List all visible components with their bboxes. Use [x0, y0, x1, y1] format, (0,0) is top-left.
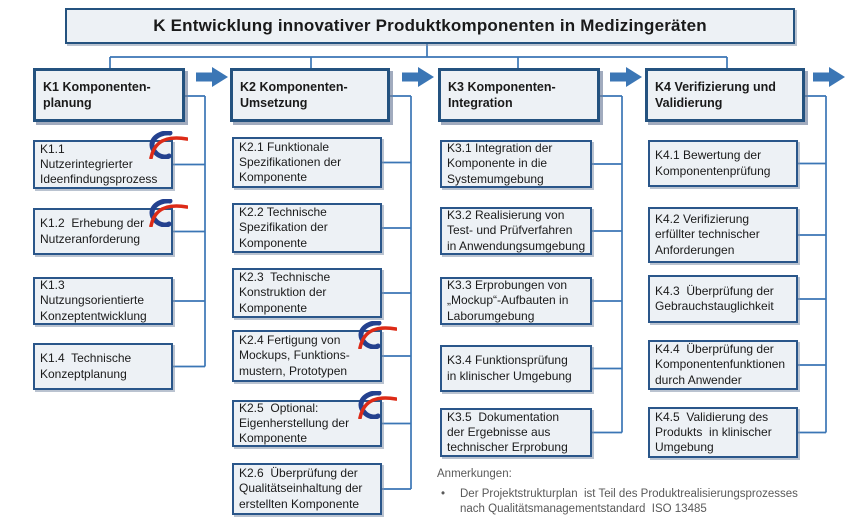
- k2-2-label: K2.2 Technische Spezifikation der Kompon…: [239, 205, 328, 250]
- k2-4-label: K2.4 Fertigung von Mockups, Funktions- m…: [239, 333, 350, 378]
- k3-5-box: K3.5 Dokumentation der Ergebnisse aus te…: [440, 408, 592, 457]
- swoosh-icon: [351, 390, 398, 420]
- swoosh-icon: [351, 320, 398, 350]
- k2-3-label: K2.3 Technische Konstruktion der Kompone…: [239, 270, 331, 315]
- k1-4-label: K1.4 Technische Konzeptplanung: [40, 351, 132, 381]
- k2-2-box: K2.2 Technische Spezifikation der Kompon…: [232, 203, 382, 253]
- k1-column-connector: [173, 95, 206, 368]
- k1-4-box: K1.4 Technische Konzeptplanung: [33, 343, 173, 390]
- k3-2-box: K3.2 Realisierung von Test- und Prüfverf…: [440, 207, 592, 255]
- k4-4-box: K4.4 Überprüfung der Komponentenfunktion…: [648, 340, 798, 390]
- notes-bullet-item: • Der Projektstrukturplan ist Teil des P…: [437, 487, 857, 517]
- k4-1-box: K4.1 Bewertung der Komponentenprüfung: [648, 140, 798, 187]
- k2-6-label: K2.6 Überprüfung der Qualitätseinhaltung…: [239, 466, 363, 511]
- k4-1-label: K4.1 Bewertung der Komponentenprüfung: [655, 148, 771, 178]
- k2-header-label: K2 Komponenten- Umsetzung: [240, 80, 348, 110]
- k2-1-box: K2.1 Funktionale Spezifikationen der Kom…: [232, 137, 382, 188]
- k3-1-label: K3.1 Integration der Komponente in die S…: [447, 141, 553, 186]
- k4-3-box: K4.3 Überprüfung der Gebrauchstauglichke…: [648, 275, 798, 323]
- k4-column-connector: [798, 95, 827, 434]
- k3-column-connector: [592, 95, 623, 434]
- k3-1-box: K3.1 Integration der Komponente in die S…: [440, 140, 592, 188]
- bullet-dot: •: [441, 488, 446, 500]
- k1-2-box: K1.2 Erhebung der Nutzeranforderung: [33, 198, 189, 255]
- k3-4-label: K3.4 Funktionsprüfung in klinischer Umge…: [447, 353, 572, 383]
- k1-2-label: K1.2 Erhebung der Nutzeranforderung: [40, 216, 145, 246]
- k1-3-label: K1.3 Nutzungsorientierte Konzeptentwickl…: [40, 278, 147, 323]
- diagram-title: K Entwicklung innovativer Produktkompone…: [65, 8, 795, 44]
- k4-3-label: K4.3 Überprüfung der Gebrauchstauglichke…: [655, 283, 774, 313]
- k2-1-label: K2.1 Funktionale Spezifikationen der Kom…: [239, 139, 342, 185]
- k3-header-label: K3 Komponenten- Integration: [448, 80, 556, 110]
- k2-5-box: K2.5 Optional: Eigenherstellung der Komp…: [232, 390, 398, 447]
- k4-2-label: K4.2 Verifizierung erfüllter technischer…: [655, 212, 760, 257]
- k3-3-box: K3.3 Erprobungen von „Mockup“-Aufbauten …: [440, 277, 592, 325]
- k4-5-box: K4.5 Validierung des Produkts in klinisc…: [648, 407, 798, 458]
- diagram-title-label: K Entwicklung innovativer Produktkompone…: [153, 16, 707, 35]
- k3-5-label: K3.5 Dokumentation der Ergebnisse aus te…: [447, 409, 568, 455]
- k2-3-box: K2.3 Technische Konstruktion der Kompone…: [232, 268, 382, 318]
- k2-5-label: K2.5 Optional: Eigenherstellung der Komp…: [239, 400, 350, 446]
- k3-3-label: K3.3 Erprobungen von „Mockup“-Aufbauten …: [447, 278, 569, 323]
- notes-heading: Anmerkungen:: [437, 468, 512, 480]
- title-connector-line: [109, 44, 728, 68]
- k2-column-connector: [382, 95, 412, 490]
- k3-2-label: K3.2 Realisierung von Test- und Prüfverf…: [447, 208, 586, 253]
- k4-5-label: K4.5 Validierung des Produkts in klinisc…: [655, 409, 772, 455]
- k1-1-box: K1.1 Nutzerintegrierter Ideenfindungspro…: [33, 130, 189, 189]
- flow-arrow-k4-out: [813, 67, 845, 87]
- flow-arrow-k1-k2: [196, 67, 228, 87]
- swoosh-icon: [142, 130, 189, 160]
- flow-arrow-k2-k3: [402, 67, 434, 87]
- notes-bullet-text: Der Projektstrukturplan ist Teil des Pro…: [460, 488, 798, 515]
- k1-header-label: K1 Komponenten- planung: [43, 80, 151, 110]
- k1-3-box: K1.3 Nutzungsorientierte Konzeptentwickl…: [33, 277, 173, 325]
- k4-header: K4 Verifizierung und Validierung: [645, 68, 805, 122]
- swoosh-icon: [142, 198, 189, 228]
- k4-2-box: K4.2 Verifizierung erfüllter technischer…: [648, 207, 798, 263]
- k2-4-box: K2.4 Fertigung von Mockups, Funktions- m…: [232, 320, 398, 382]
- k4-header-label: K4 Verifizierung und Validierung: [655, 80, 776, 110]
- flow-arrow-k3-k4: [610, 67, 642, 87]
- k1-header: K1 Komponenten- planung: [33, 68, 185, 122]
- k3-4-box: K3.4 Funktionsprüfung in klinischer Umge…: [440, 345, 592, 392]
- k3-header: K3 Komponenten- Integration: [438, 68, 600, 122]
- k2-6-box: K2.6 Überprüfung der Qualitätseinhaltung…: [232, 463, 382, 515]
- k4-4-label: K4.4 Überprüfung der Komponentenfunktion…: [655, 342, 786, 387]
- k2-header: K2 Komponenten- Umsetzung: [230, 68, 390, 122]
- notes-section: Anmerkungen: • Der Projektstrukturplan i…: [437, 467, 857, 517]
- k1-1-label: K1.1 Nutzerintegrierter Ideenfindungspro…: [40, 141, 158, 187]
